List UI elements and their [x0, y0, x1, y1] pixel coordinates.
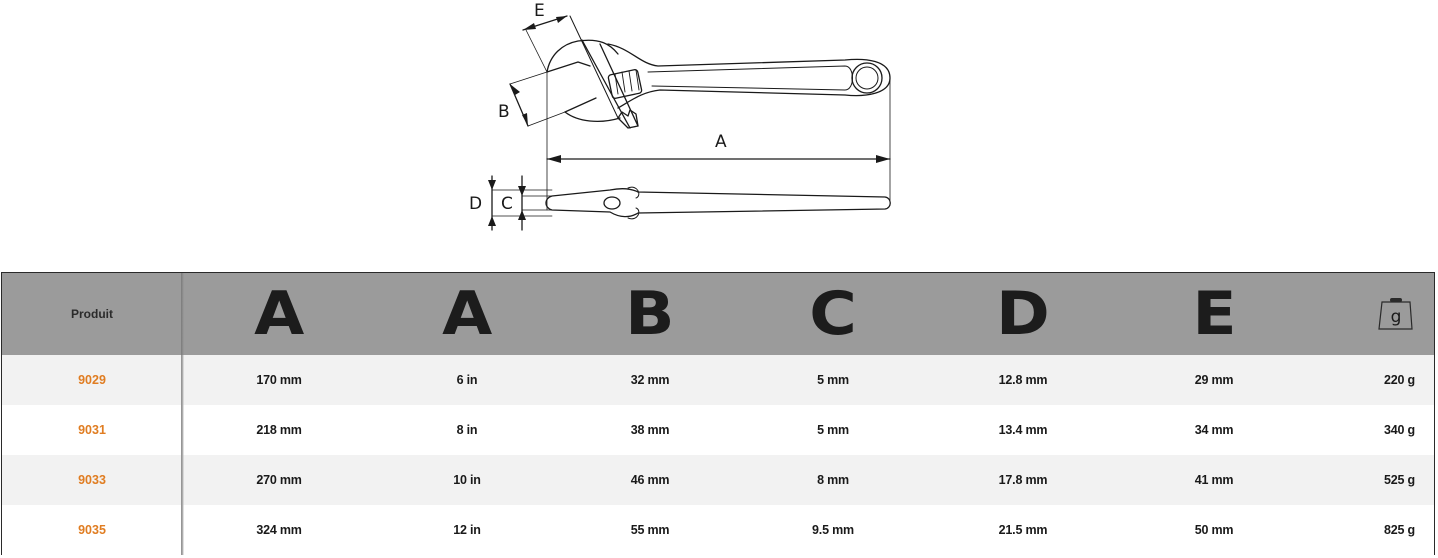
value-a-in: 6 in	[456, 373, 478, 387]
column-divider	[181, 355, 184, 405]
column-divider	[181, 273, 184, 355]
value-d: 17.8 mm	[998, 473, 1048, 487]
cell-c: 9.5 mm	[756, 505, 910, 555]
cell-b: 55 mm	[573, 505, 727, 555]
product-code[interactable]: 9031	[78, 423, 106, 437]
product-code[interactable]: 9029	[78, 373, 106, 387]
cell-a-mm: 218 mm	[202, 405, 356, 455]
column-divider	[181, 405, 184, 455]
cell-e: 34 mm	[1137, 405, 1291, 455]
cell-b: 32 mm	[573, 355, 727, 405]
value-a-in: 10 in	[453, 473, 481, 487]
value-a-mm: 324 mm	[256, 523, 302, 537]
header-product: Produit	[2, 273, 182, 355]
cell-a-mm: 324 mm	[202, 505, 356, 555]
cell-a-mm: 170 mm	[202, 355, 356, 405]
dimension-label-e: E	[534, 1, 545, 21]
dimension-label-c: C	[501, 194, 513, 214]
header-a-in: A	[390, 273, 544, 355]
cell-e: 50 mm	[1137, 505, 1291, 555]
cell-d: 13.4 mm	[946, 405, 1100, 455]
column-divider	[181, 455, 184, 505]
specification-table: Produit A A B C D E g 9029 170 mm 6 in 3…	[1, 272, 1435, 555]
header-c: C	[756, 273, 910, 355]
header-d: D	[946, 273, 1100, 355]
cell-a-in: 6 in	[390, 355, 544, 405]
cell-c: 8 mm	[756, 455, 910, 505]
value-e: 50 mm	[1194, 523, 1234, 537]
cell-e: 41 mm	[1137, 455, 1291, 505]
value-b: 46 mm	[630, 473, 670, 487]
value-b: 38 mm	[630, 423, 670, 437]
wrench-dimension-diagram: E B A D C	[460, 0, 910, 240]
value-e: 34 mm	[1194, 423, 1234, 437]
value-weight: 525 g	[1384, 473, 1415, 487]
value-weight: 825 g	[1384, 523, 1415, 537]
value-c: 5 mm	[817, 423, 849, 437]
value-d: 21.5 mm	[998, 523, 1048, 537]
header-letter-e: E	[1191, 279, 1237, 349]
dimension-label-d: D	[469, 194, 483, 214]
header-letter-c: C	[809, 279, 857, 349]
cell-d: 21.5 mm	[946, 505, 1100, 555]
column-divider	[181, 505, 184, 555]
header-letter-a: A	[441, 279, 493, 349]
cell-a-in: 10 in	[390, 455, 544, 505]
table-row: 9029 170 mm 6 in 32 mm 5 mm 12.8 mm 29 m…	[2, 355, 1434, 405]
value-d: 12.8 mm	[998, 373, 1048, 387]
value-c: 9.5 mm	[812, 523, 854, 537]
weight-icon: g	[1378, 298, 1413, 330]
value-e: 41 mm	[1194, 473, 1234, 487]
value-a-in: 12 in	[453, 523, 481, 537]
product-code[interactable]: 9033	[78, 473, 106, 487]
header-weight: g	[1302, 273, 1415, 355]
cell-weight: 340 g	[1302, 405, 1415, 455]
value-a-in: 8 in	[456, 423, 478, 437]
cell-weight: 825 g	[1302, 505, 1415, 555]
header-letter-a: A	[253, 279, 305, 349]
product-cell: 9033	[2, 455, 182, 505]
header-b: B	[573, 273, 727, 355]
product-cell: 9029	[2, 355, 182, 405]
value-a-mm: 218 mm	[256, 423, 302, 437]
value-e: 29 mm	[1194, 373, 1234, 387]
table-row: 9033 270 mm 10 in 46 mm 8 mm 17.8 mm 41 …	[2, 455, 1434, 505]
cell-a-in: 12 in	[390, 505, 544, 555]
cell-b: 38 mm	[573, 405, 727, 455]
header-a-mm: A	[202, 273, 356, 355]
table-header-row: Produit A A B C D E g	[2, 273, 1434, 355]
value-weight: 340 g	[1384, 423, 1415, 437]
table-row: 9035 324 mm 12 in 55 mm 9.5 mm 21.5 mm 5…	[2, 505, 1434, 555]
cell-d: 17.8 mm	[946, 455, 1100, 505]
cell-a-mm: 270 mm	[202, 455, 356, 505]
table-row: 9031 218 mm 8 in 38 mm 5 mm 13.4 mm 34 m…	[2, 405, 1434, 455]
header-e: E	[1137, 273, 1291, 355]
dimension-label-b: B	[498, 102, 510, 122]
value-c: 5 mm	[817, 373, 849, 387]
weight-icon-glyph: g	[1391, 307, 1402, 327]
cell-a-in: 8 in	[390, 405, 544, 455]
cell-e: 29 mm	[1137, 355, 1291, 405]
cell-weight: 525 g	[1302, 455, 1415, 505]
cell-d: 12.8 mm	[946, 355, 1100, 405]
product-cell: 9035	[2, 505, 182, 555]
value-d: 13.4 mm	[998, 423, 1048, 437]
product-code[interactable]: 9035	[78, 523, 106, 537]
cell-weight: 220 g	[1302, 355, 1415, 405]
value-a-mm: 270 mm	[256, 473, 302, 487]
header-product-label: Produit	[71, 307, 113, 321]
cell-c: 5 mm	[756, 355, 910, 405]
value-weight: 220 g	[1384, 373, 1415, 387]
value-b: 32 mm	[630, 373, 670, 387]
value-c: 8 mm	[817, 473, 849, 487]
wrench-drawing	[488, 15, 891, 231]
header-letter-d: D	[996, 279, 1050, 349]
dimension-label-a: A	[715, 132, 727, 152]
value-a-mm: 170 mm	[256, 373, 302, 387]
product-cell: 9031	[2, 405, 182, 455]
value-b: 55 mm	[630, 523, 670, 537]
cell-c: 5 mm	[756, 405, 910, 455]
header-letter-b: B	[625, 279, 675, 349]
cell-b: 46 mm	[573, 455, 727, 505]
